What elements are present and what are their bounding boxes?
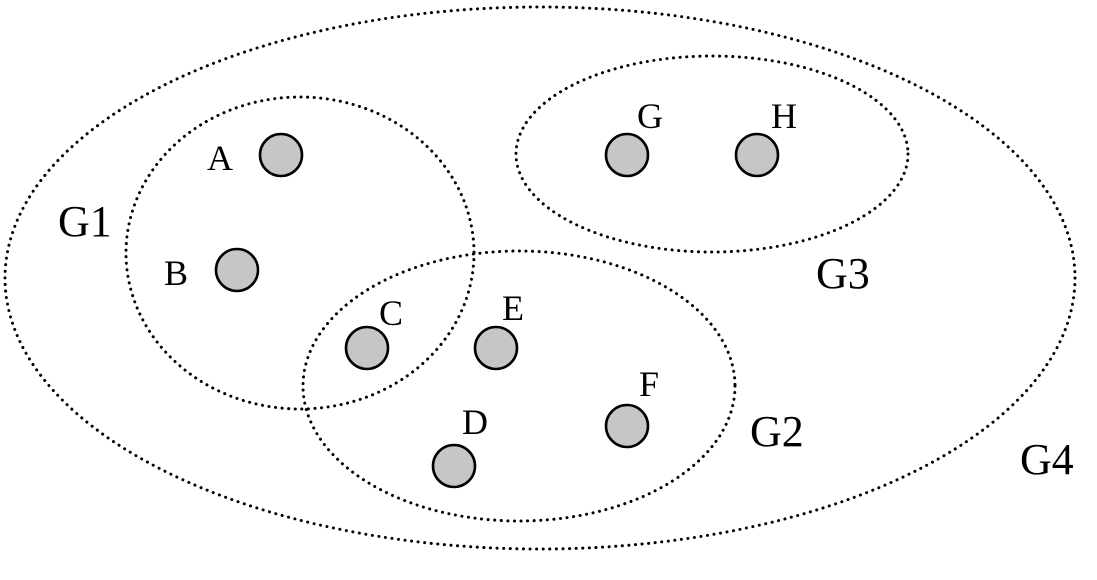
node-b [214, 247, 260, 293]
group-g3-boundary [514, 54, 910, 254]
group-g2-boundary [301, 249, 737, 523]
node-e-label: E [502, 288, 524, 328]
node-a-label: A [207, 138, 233, 178]
group-g3-label: G3 [816, 249, 870, 298]
node-h-label: H [771, 96, 797, 136]
node-c [344, 325, 390, 371]
group-g4-label: G4 [1020, 435, 1074, 484]
node-b-label: B [164, 253, 188, 293]
node-d-label: D [462, 402, 488, 442]
group-g1-label: G1 [58, 197, 112, 246]
node-d [431, 443, 477, 489]
node-e [473, 325, 519, 371]
node-g-label: G [637, 96, 663, 136]
group-g2-label: G2 [750, 407, 804, 456]
node-f [604, 403, 650, 449]
node-c-label: C [379, 293, 403, 333]
node-a [258, 132, 304, 178]
node-h [734, 132, 780, 178]
group-g4-boundary [3, 5, 1077, 551]
node-g [604, 132, 650, 178]
node-f-label: F [639, 364, 659, 404]
